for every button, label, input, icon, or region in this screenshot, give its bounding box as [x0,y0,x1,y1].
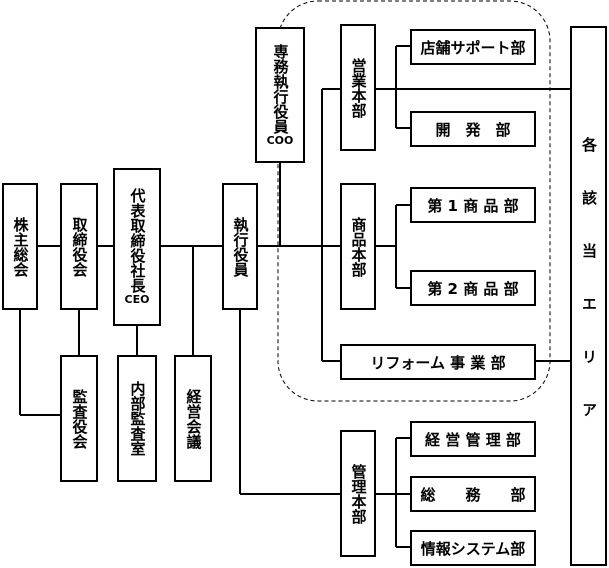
shareholders-label: 株主総会 [11,216,30,277]
managing-exec-role-label: COO [266,133,294,147]
merch-hq-label: 商品本部 [349,216,368,277]
development-label: 開 発 部 [435,120,511,139]
areas-label: 各該当エリア [580,137,598,455]
general-affairs-box: 総 務 部 [410,476,536,512]
information-systems-box: 情報システム部 [410,530,536,566]
merchandise-hq-box: 商品本部 [340,183,376,310]
auditors-label: 監査役会 [70,388,89,449]
sales-hq-label: 営業本部 [349,57,368,118]
executive-officers-box: 執行役員 [222,183,258,310]
president-label: 代表取締役社長 [128,188,147,293]
store-support-box: 店舗サポート部 [410,29,536,65]
info-systems-label: 情報システム部 [420,539,526,558]
managing-executive-coo-box: 専務執行役員 COO [255,27,305,163]
president-ceo-box: 代表取締役社長 CEO [113,168,161,326]
reform-business-box: リフォーム 事 業 部 [340,344,536,380]
store-support-label: 店舗サポート部 [420,38,526,57]
management-meeting-box: 経営会議 [174,355,212,482]
executive-officers-label: 執行役員 [231,216,250,277]
merchandise-dept-2-box: 第 2 商 品 部 [410,270,536,306]
reform-label: リフォーム 事 業 部 [370,353,506,372]
merch2-label: 第 2 商 品 部 [427,279,519,298]
board-of-directors-box: 取締役会 [60,183,98,310]
shareholders-meeting-box: 株主総会 [2,183,38,310]
general-affairs-label: 総 務 部 [420,485,526,504]
auditors-board-box: 監査役会 [60,355,98,482]
president-role-label: CEO [124,293,150,306]
board-label: 取締役会 [70,216,89,277]
internal-audit-box: 内部監査室 [117,355,157,482]
sales-hq-box: 営業本部 [340,24,376,151]
development-box: 開 発 部 [410,111,536,147]
admin-hq-label: 管理本部 [349,463,368,524]
merchandise-dept-1-box: 第 1 商 品 部 [410,187,536,223]
internal-audit-label: 内部監査室 [128,381,147,456]
corporate-planning-box: 経 営 管 理 部 [410,421,536,457]
managing-exec-label: 専務執行役員 [271,43,290,134]
admin-hq-box: 管理本部 [340,430,376,557]
coo-scope-dashed-frame [277,0,551,402]
merch1-label: 第 1 商 品 部 [427,196,519,215]
corp-planning-label: 経 営 管 理 部 [425,430,521,449]
management-meeting-label: 経営会議 [184,388,203,449]
relevant-areas-box: 各該当エリア [570,26,607,566]
